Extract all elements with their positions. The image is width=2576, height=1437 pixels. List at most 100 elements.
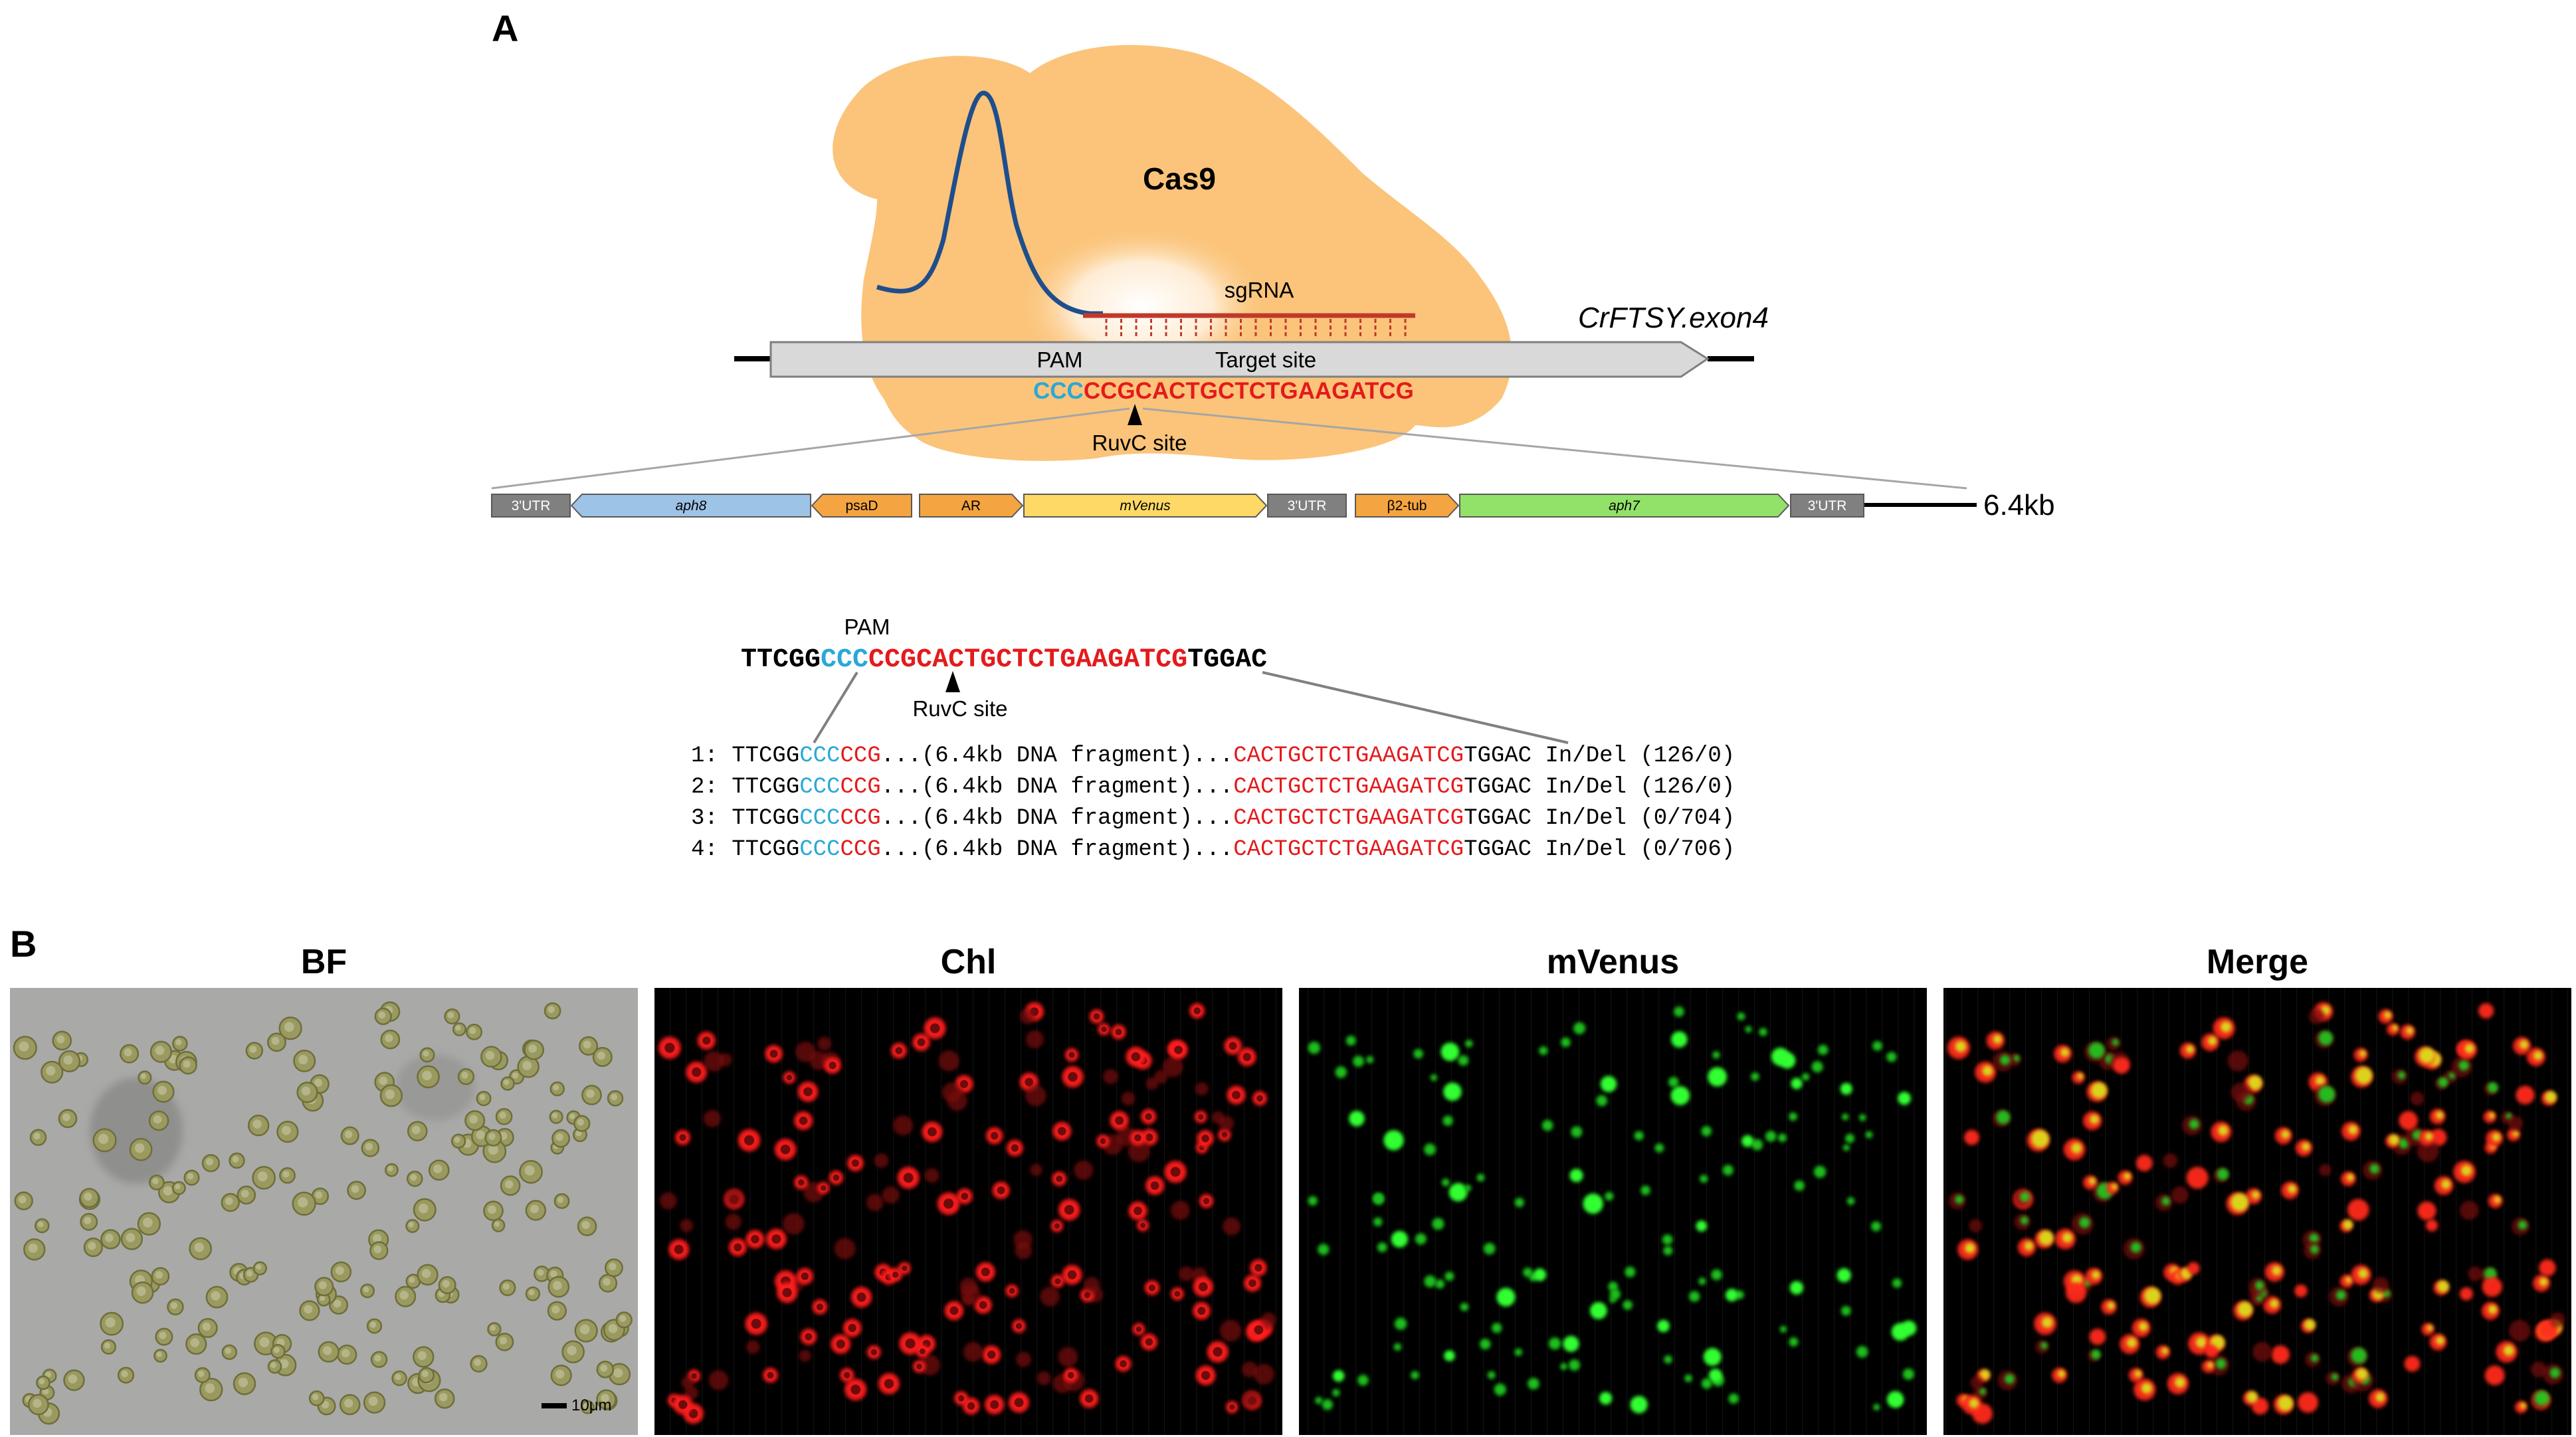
chl-cell-hole: [1248, 1279, 1256, 1288]
micrograph-title: Merge: [2207, 943, 2308, 981]
mvenus-cell: [1600, 1076, 1617, 1092]
row-fragment: (6.4kb DNA fragment): [922, 806, 1193, 831]
mvenus-cell: [1846, 1197, 1855, 1205]
mvenus-cell: [1789, 1112, 1797, 1121]
merge-cell-green: [2111, 1183, 2118, 1190]
bf-cell-core: [298, 1197, 308, 1208]
bf-cell-core: [98, 1133, 109, 1144]
merge-cell-green: [2020, 1192, 2030, 1202]
bf-cell-core: [304, 1305, 313, 1314]
mvenus-cell: [1444, 1350, 1455, 1361]
bf-cell-core: [503, 1079, 510, 1086]
mvenus-cell: [1728, 1393, 1739, 1404]
merge-cell-green: [2435, 1111, 2444, 1119]
merge-cell-green: [2436, 1336, 2444, 1345]
row-indel: In/Del: [1545, 806, 1640, 831]
bf-cell-core: [121, 1370, 128, 1378]
cassette-block: [1459, 494, 1790, 518]
chl-cell-hole: [1229, 1404, 1235, 1410]
merge-cell-green: [2281, 1130, 2290, 1139]
row-pam: CCC: [799, 775, 840, 800]
chl-cell-hole: [870, 1349, 877, 1356]
merge-cell-red: [2404, 1355, 2421, 1372]
bf-cell-core: [257, 1171, 268, 1182]
bf-cell-core: [552, 1281, 562, 1290]
bf-cell-core: [504, 1180, 514, 1189]
mvenus-cell: [1871, 1221, 1882, 1232]
align-ruvc-arrow: [945, 671, 960, 692]
chl-cell-hole: [1232, 1090, 1240, 1100]
bf-cell-core: [175, 1184, 181, 1190]
chl-cell: [1037, 1371, 1051, 1386]
merge-cell-red: [2113, 1057, 2130, 1074]
merge-cell-green: [2359, 1050, 2367, 1057]
mvenus-cell: [1573, 1022, 1586, 1034]
mvenus-cell: [1464, 1185, 1472, 1192]
chl-cell: [1016, 1351, 1032, 1367]
merge-cell-green: [2458, 1060, 2469, 1071]
chl-cell-hole: [1015, 1323, 1023, 1329]
chl-cell-hole: [1145, 1338, 1153, 1346]
mvenus-cell: [1411, 1371, 1419, 1380]
mvenus-cell: [1751, 1139, 1763, 1151]
merge-cell-green: [2389, 1134, 2400, 1145]
merge-cell-red: [2163, 1153, 2178, 1168]
chl-cell-hole: [1213, 1347, 1223, 1357]
mvenus-cell: [1413, 1048, 1423, 1059]
merge-cell-green: [2304, 1319, 2316, 1331]
mvenus-cell: [1657, 1319, 1670, 1333]
mvenus-cell: [1737, 1012, 1745, 1020]
merge-cell-green: [2343, 1219, 2353, 1230]
mvenus-cell: [1841, 1113, 1849, 1121]
bf-cell-core: [284, 1022, 294, 1032]
chl-cell-hole: [1254, 1264, 1262, 1272]
chl-cell: [834, 1238, 856, 1260]
bf-cell-core: [232, 1156, 239, 1163]
bf-cell-core: [557, 1197, 564, 1203]
chl-cell-hole: [990, 1400, 999, 1409]
chl-cell-hole: [843, 1372, 850, 1379]
bf-cell-core: [249, 1046, 257, 1053]
cassette-label: aph7: [1609, 498, 1640, 514]
cassette-label: mVenus: [1120, 498, 1171, 514]
bf-cell-core: [551, 1112, 558, 1119]
bf-cell-core: [530, 1204, 539, 1214]
merge-cell-green: [2246, 1391, 2258, 1403]
bf-cell-core: [368, 1396, 378, 1406]
mvenus-cell: [1568, 1359, 1581, 1371]
mvenus-cell: [1514, 1348, 1523, 1357]
bf-cell-core: [28, 1243, 38, 1253]
cassette-segment-1: 3'UTR: [491, 494, 571, 518]
row-pam: CCC: [799, 837, 840, 862]
merge-cell-red: [2298, 1392, 2319, 1413]
mvenus-cell: [1373, 1217, 1383, 1226]
chl-cell-hole: [884, 1379, 894, 1389]
bf-cell-core: [333, 1299, 342, 1308]
merge-cell-green: [2391, 1024, 2399, 1031]
merge-cell-green: [2369, 1164, 2380, 1174]
chl-cell: [1170, 1200, 1190, 1220]
merge-cell-red: [2429, 1129, 2447, 1146]
mvenus-cell: [1712, 1051, 1720, 1059]
chl-cell: [1223, 1217, 1241, 1236]
chl-cell-hole: [892, 1272, 899, 1278]
merge-cell-green: [2277, 1395, 2294, 1411]
merge-cell-green: [1955, 1040, 1967, 1052]
scale-bar: [542, 1403, 567, 1408]
bf-cell-core: [142, 1217, 153, 1228]
bf-cell-core: [259, 1337, 270, 1347]
row-dots: ...: [881, 806, 922, 831]
zoom-line-left: [491, 407, 1130, 490]
mvenus-cell: [1873, 1403, 1880, 1411]
cassette-block: [919, 494, 1024, 518]
mvenus-cell: [1711, 1269, 1722, 1281]
bf-cell-core: [447, 1012, 454, 1018]
mvenus-cell: [1625, 1266, 1636, 1278]
mvenus-cell: [1444, 1272, 1454, 1282]
chl-cell-hole: [957, 1394, 965, 1402]
bf-cell-core: [205, 1158, 213, 1166]
chl-cell-hole: [1115, 1028, 1122, 1036]
